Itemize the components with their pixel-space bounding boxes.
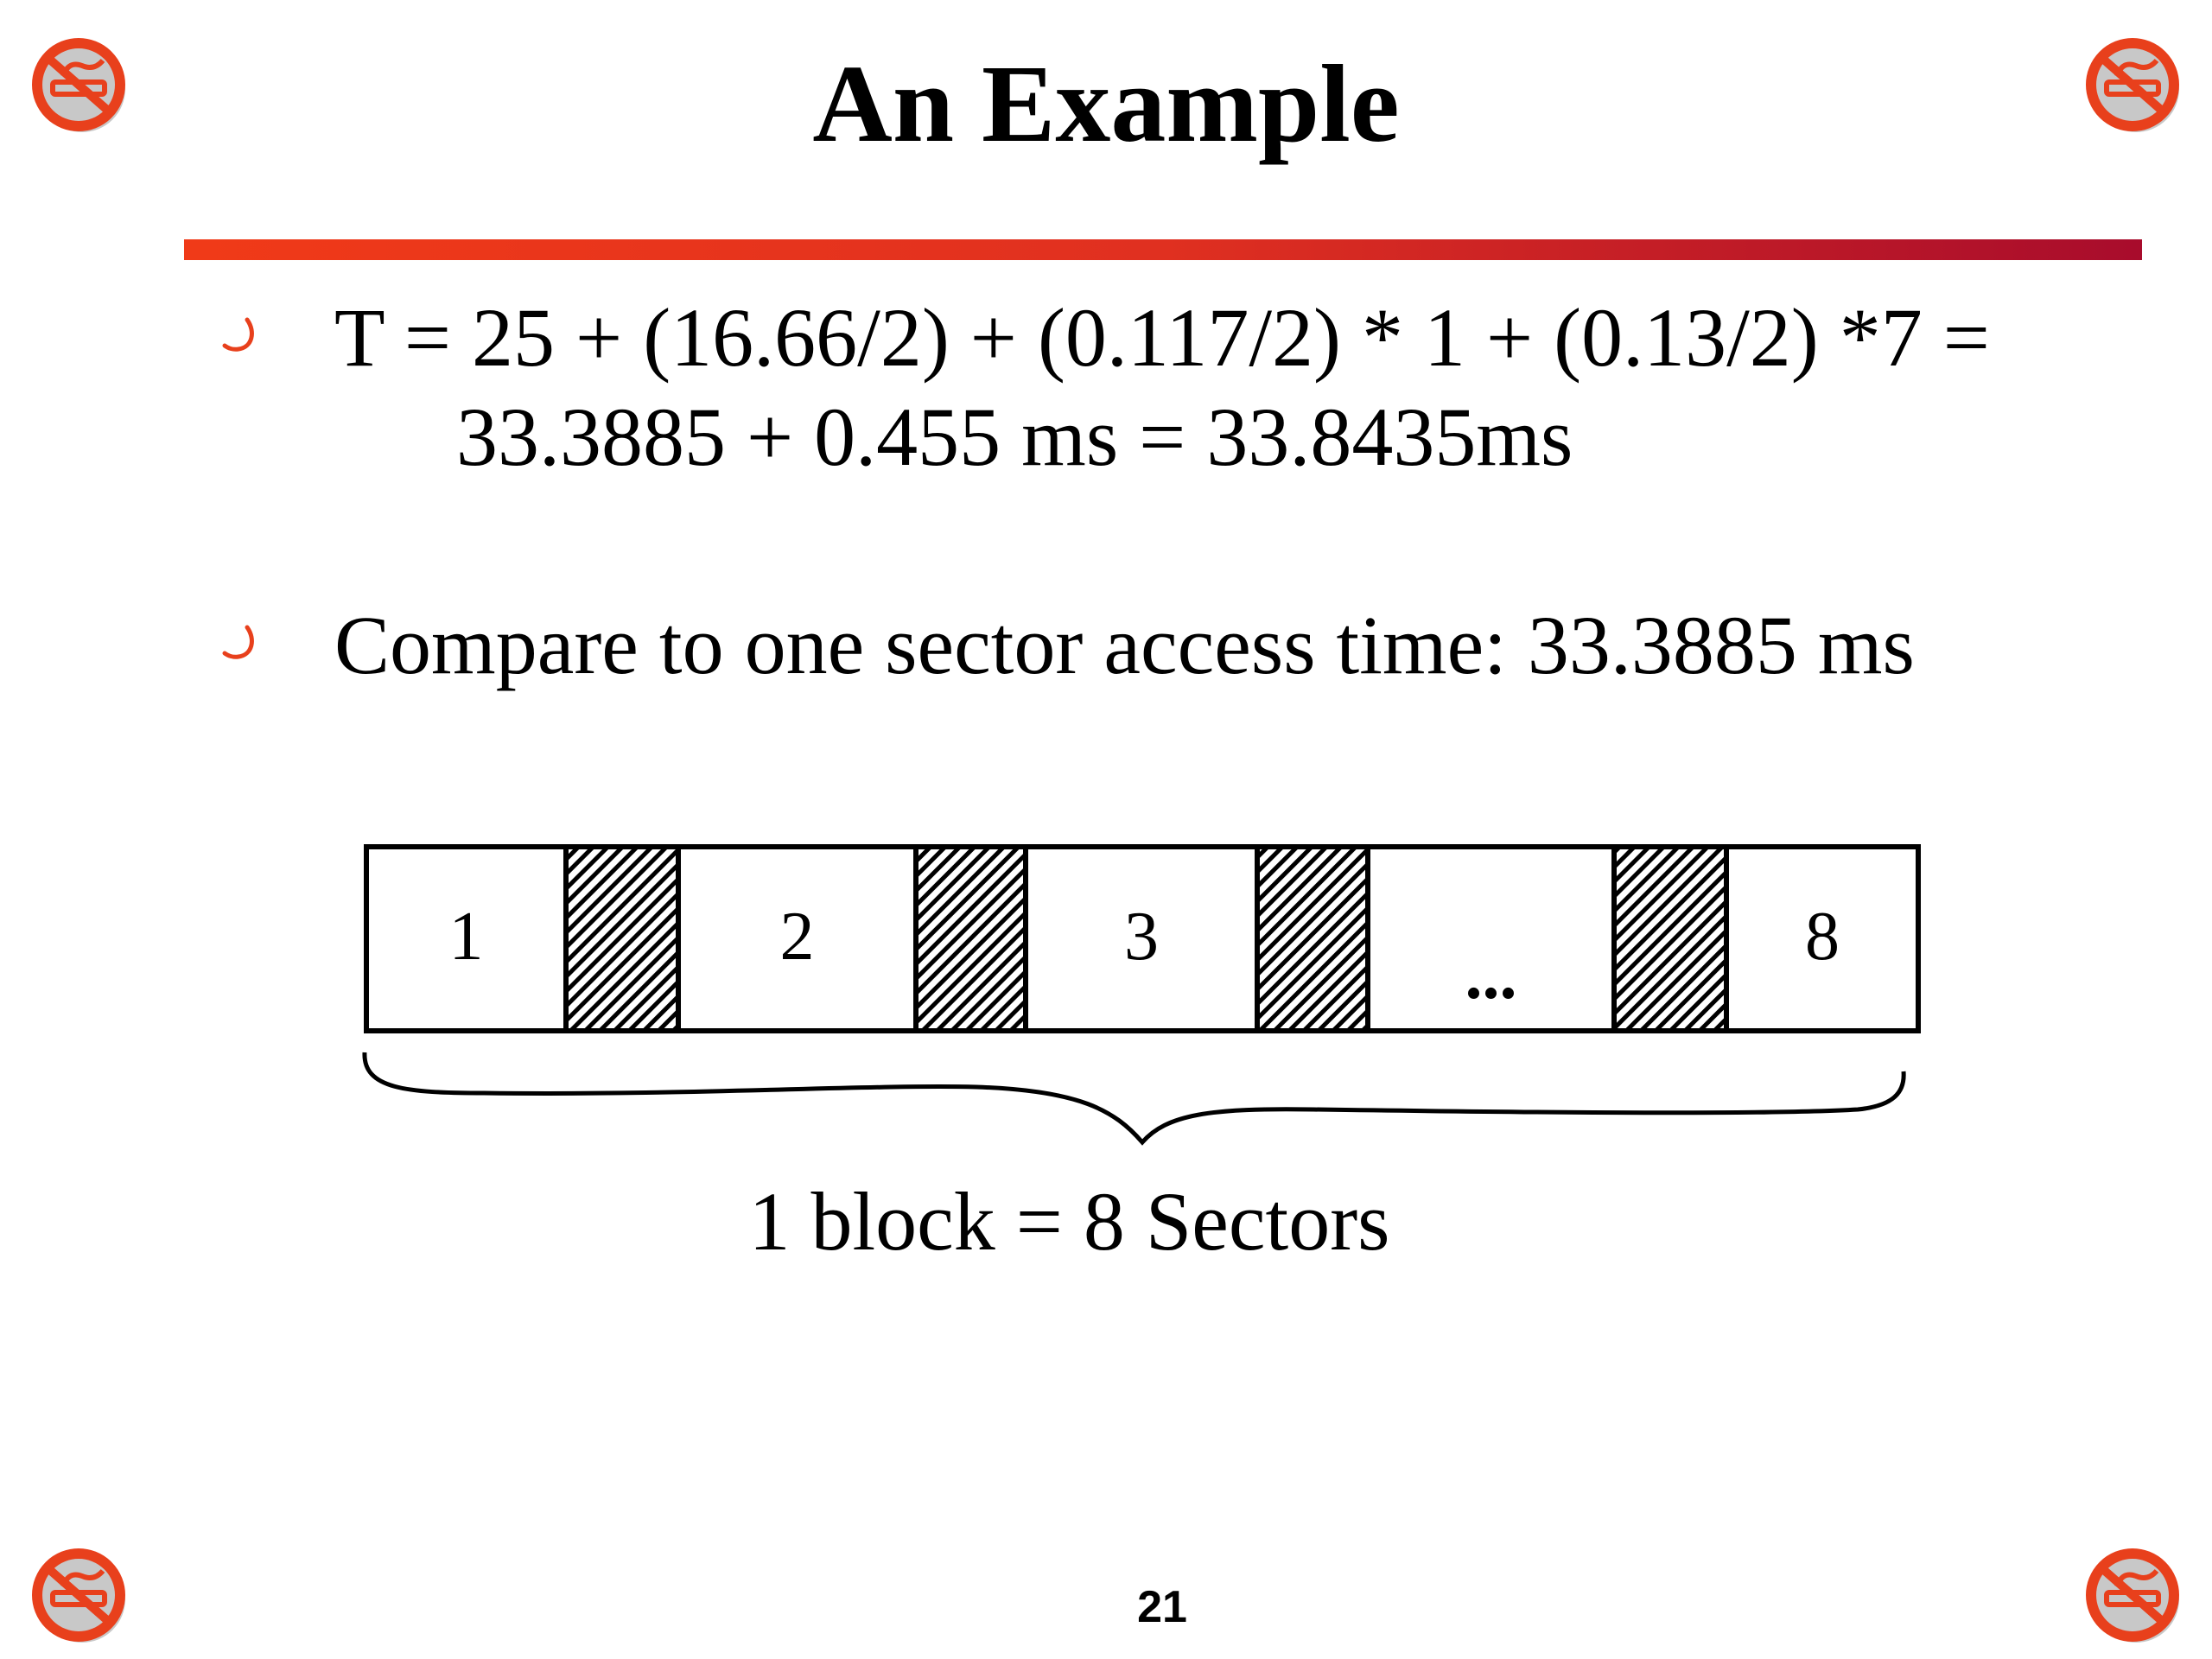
- bullet-1-line-2: 33.3885 + 0.455 ms = 33.8435ms: [456, 391, 1573, 483]
- bullet-2-text: Compare to one sector access time: 33.38…: [334, 599, 1915, 691]
- sector-cell-5: [1023, 844, 1260, 1033]
- curved-bullet-icon: [222, 317, 254, 352]
- curved-bullet-icon: [222, 625, 254, 659]
- block-caption: 1 block = 8 Sectors: [748, 1175, 1390, 1268]
- sector-label: 2: [780, 899, 815, 975]
- sector-label: 8: [1805, 899, 1840, 975]
- page-number: 21: [1137, 1582, 1187, 1632]
- gap-cell: [913, 844, 1028, 1033]
- sector-cell-7: [1365, 844, 1617, 1033]
- gap-cell: [1611, 844, 1729, 1033]
- no-smoking-icon: [2086, 1548, 2179, 1643]
- sector-cell-9: [1724, 844, 1921, 1033]
- no-smoking-icon: [2086, 38, 2179, 132]
- sector-label: 1: [449, 899, 484, 975]
- slide-title: An Example: [812, 42, 1400, 165]
- no-smoking-icon: [32, 1548, 125, 1643]
- title-divider: [184, 239, 2142, 260]
- curly-brace: [362, 1052, 1906, 1146]
- ellipsis-label: ...: [1465, 938, 1517, 1014]
- sector-label: 3: [1124, 899, 1159, 975]
- gap-cell: [563, 844, 681, 1033]
- sector-cell-3: [676, 844, 918, 1033]
- gap-cell: [1255, 844, 1370, 1033]
- no-smoking-icon: [32, 38, 125, 132]
- bullet-1-line-1: T = 25 + (16.66/2) + (0.117/2) * 1 + (0.…: [334, 291, 1990, 384]
